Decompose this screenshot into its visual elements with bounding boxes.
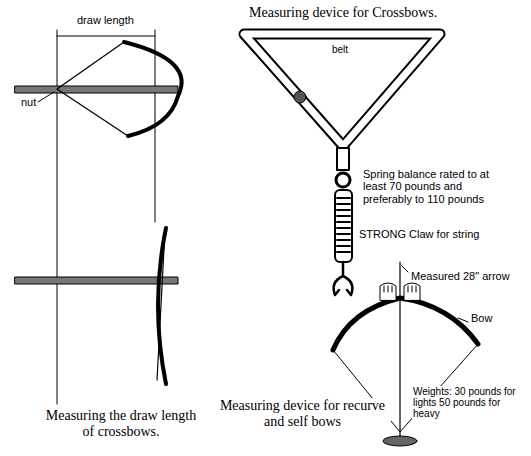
weight <box>383 436 417 446</box>
part-label: Bow <box>470 312 493 324</box>
leader-line <box>458 318 468 322</box>
caption: Measuring the draw length of crossbows. <box>40 408 202 439</box>
finger <box>412 286 413 292</box>
hand <box>380 283 396 300</box>
crossbow-stock <box>15 86 178 93</box>
finger <box>416 286 417 292</box>
finger <box>408 286 409 292</box>
part-label: nut <box>20 96 37 108</box>
coil <box>337 233 350 235</box>
arrow-shaft <box>399 262 400 436</box>
belt <box>244 34 440 146</box>
clip <box>337 148 349 170</box>
coil <box>337 251 350 253</box>
caption: Measuring device for Crossbows. <box>248 5 438 21</box>
part-note: STRONG Claw for string <box>358 228 480 240</box>
caption: Measuring device for recurve and self bo… <box>214 398 391 429</box>
leader-line <box>38 92 54 102</box>
finger <box>384 286 385 292</box>
dimension-label: draw length <box>76 14 135 26</box>
hand <box>404 283 420 300</box>
ring <box>336 173 350 187</box>
hands <box>380 283 420 300</box>
part-label: Measured 28" arrow <box>410 270 511 282</box>
crossbow-stock <box>15 277 178 284</box>
claw-hook <box>334 262 353 295</box>
crossbow-string <box>57 42 128 136</box>
hand-outline <box>380 283 396 300</box>
belt <box>244 34 440 146</box>
spring-coils <box>337 198 350 252</box>
crossbow-prod <box>124 42 182 136</box>
dimension-line <box>57 36 155 37</box>
part-note: Weights: 30 pounds for lights 50 pounds … <box>412 386 526 420</box>
part-note: Spring balance rated to at least 70 poun… <box>362 168 504 205</box>
coil <box>337 245 350 247</box>
coil <box>337 227 350 229</box>
finger <box>388 286 389 292</box>
part-label: belt <box>331 44 349 55</box>
coil <box>337 239 350 241</box>
spring-balance <box>335 190 352 262</box>
coil <box>337 203 350 205</box>
crossbow-prod <box>158 228 166 384</box>
coil <box>337 215 350 217</box>
buckle <box>294 91 306 103</box>
coil <box>337 197 350 199</box>
hand-outline <box>404 283 420 300</box>
bow <box>333 298 478 350</box>
crossbow-string <box>157 230 165 380</box>
coil <box>337 209 350 211</box>
leader-line <box>402 266 408 272</box>
finger <box>392 286 393 292</box>
coil <box>337 221 350 223</box>
